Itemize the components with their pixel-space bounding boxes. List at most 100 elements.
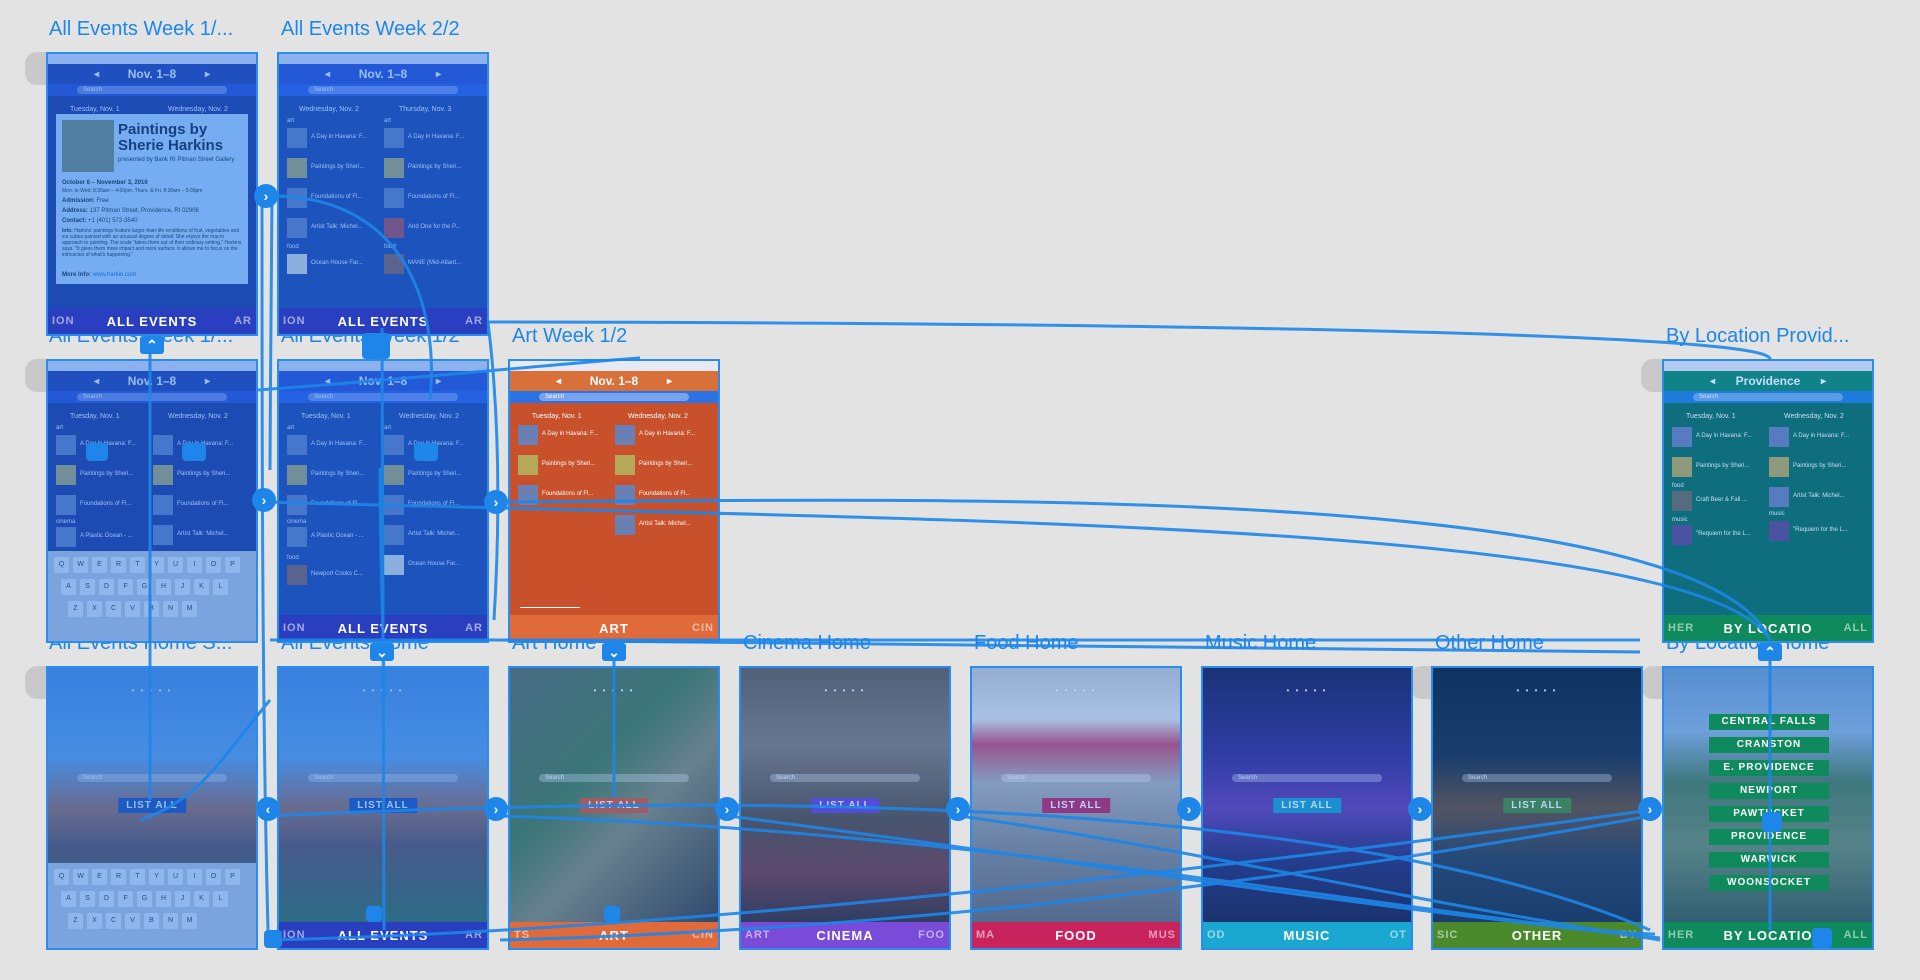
chevron-right-icon[interactable]: ›	[252, 488, 276, 512]
next-arrow-icon[interactable]: ▸	[204, 68, 210, 80]
event-name[interactable]: A Day in Havana: F...	[1793, 433, 1850, 439]
list-all-button[interactable]: LIST ALL	[1503, 798, 1571, 813]
keyboard-key[interactable]: U	[168, 869, 183, 885]
event-name[interactable]: Foundations of Fl...	[311, 194, 363, 200]
event-name[interactable]: Paintings by Sheri...	[542, 461, 596, 467]
hotspot[interactable]	[86, 443, 108, 461]
artboard-title-food-home[interactable]: Food Home	[974, 632, 1079, 654]
event-name[interactable]: A Day in Havana: F...	[542, 431, 599, 437]
search-input[interactable]: Search	[770, 774, 920, 782]
event-name[interactable]: A Plastic Ocean - ...	[80, 533, 133, 539]
event-name[interactable]: Foundations of Fl...	[542, 491, 594, 497]
keyboard-key[interactable]: S	[80, 579, 95, 595]
list-all-button[interactable]: LIST ALL	[1273, 798, 1341, 813]
keyboard-key[interactable]: J	[175, 579, 190, 595]
event-name[interactable]: A Day in Havana: F...	[311, 134, 368, 140]
keyboard-key[interactable]: P	[225, 869, 240, 885]
keyboard-key[interactable]: P	[225, 557, 240, 573]
event-name[interactable]: Paintings by Sheri...	[311, 471, 365, 477]
keyboard-key[interactable]: W	[73, 557, 88, 573]
event-name[interactable]: Paintings by Sheri...	[639, 461, 693, 467]
event-name[interactable]: And One for the P...	[408, 224, 461, 230]
keyboard-key[interactable]: S	[80, 891, 95, 907]
hotspot[interactable]	[366, 906, 382, 922]
keyboard-key[interactable]: Z	[68, 601, 83, 617]
keyboard-key[interactable]: Q	[54, 557, 69, 573]
screen-all-week-2[interactable]: ◂Nov. 1–8▸ Search Wednesday, Nov. 2 Thur…	[277, 52, 489, 336]
event-name[interactable]: Foundations of Fl...	[80, 501, 132, 507]
list-all-button[interactable]: LIST ALL	[1042, 798, 1110, 813]
keyboard-key[interactable]: L	[213, 891, 228, 907]
keyboard-key[interactable]: Z	[68, 913, 83, 929]
keyboard-key[interactable]: J	[175, 891, 190, 907]
keyboard-key[interactable]: R	[111, 557, 126, 573]
event-name[interactable]: Foundations of Fl...	[408, 194, 460, 200]
chevron-up-icon[interactable]: ⌃	[1758, 643, 1782, 661]
hotspot[interactable]	[604, 906, 620, 922]
event-name[interactable]: Paintings by Sheri...	[408, 164, 462, 170]
chevron-right-icon[interactable]: ›	[1638, 797, 1662, 821]
keyboard-key[interactable]: K	[194, 579, 209, 595]
event-name[interactable]: Artist Talk: Michel...	[1793, 493, 1845, 499]
tab-bar[interactable]: IONARTCIN	[510, 615, 718, 641]
chevron-right-icon[interactable]: ›	[715, 797, 739, 821]
hotspot[interactable]	[264, 930, 282, 948]
keyboard-key[interactable]: X	[87, 601, 102, 617]
next-arrow-icon[interactable]: ▸	[204, 375, 210, 387]
next-arrow-icon[interactable]: ▸	[666, 375, 672, 387]
chevron-right-icon[interactable]: ›	[1408, 797, 1432, 821]
search-input[interactable]: Search	[539, 393, 689, 401]
keyboard-key[interactable]: V	[125, 601, 140, 617]
search-input[interactable]: Search	[77, 86, 227, 94]
search-input[interactable]: Search	[1462, 774, 1612, 782]
keyboard-key[interactable]: O	[206, 557, 221, 573]
keyboard-key[interactable]: R	[111, 869, 126, 885]
event-name[interactable]: A Day in Havana: F...	[639, 431, 696, 437]
artboard-title-art-week[interactable]: Art Week 1/2	[512, 325, 628, 347]
more-info-link[interactable]: www.harkin.com	[92, 272, 137, 278]
event-name[interactable]: Artist Talk: Michel...	[311, 224, 363, 230]
artboard-title-all-week-2[interactable]: All Events Week 2/2	[281, 18, 460, 40]
hotspot[interactable]	[362, 333, 390, 359]
keyboard-key[interactable]: Y	[149, 869, 164, 885]
keyboard-key[interactable]: A	[61, 579, 76, 595]
keyboard-key[interactable]: H	[156, 579, 171, 595]
keyboard-key[interactable]: I	[187, 869, 202, 885]
artboard-title-all-week-1[interactable]: All Events Week 1/...	[49, 18, 234, 40]
keyboard-key[interactable]: F	[118, 579, 133, 595]
keyboard-key[interactable]: K	[194, 891, 209, 907]
chevron-right-icon[interactable]: ›	[484, 490, 508, 514]
chevron-down-icon[interactable]: ⌄	[370, 643, 394, 661]
hotspot[interactable]	[414, 443, 438, 461]
event-detail-card[interactable]: Paintings by Sherie Harkins presented by…	[56, 114, 248, 284]
keyboard-key[interactable]: M	[182, 601, 197, 617]
list-all-button[interactable]: LIST ALL	[811, 798, 879, 813]
event-name[interactable]: Ocean House Far...	[408, 561, 461, 567]
keyboard-key[interactable]: U	[168, 557, 183, 573]
event-name[interactable]: "Requiem for the L...	[1696, 531, 1751, 537]
keyboard-key[interactable]: N	[163, 913, 178, 929]
search-input[interactable]: Search	[1001, 774, 1151, 782]
event-name[interactable]: Ocean House Far...	[311, 260, 364, 266]
next-arrow-icon[interactable]: ▸	[1820, 375, 1826, 387]
chevron-down-icon[interactable]: ⌄	[602, 643, 626, 661]
event-name[interactable]: Artist Talk: Michel...	[408, 531, 460, 537]
chevron-up-icon[interactable]: ⌃	[140, 336, 164, 354]
keyboard-key[interactable]: N	[163, 601, 178, 617]
event-name[interactable]: Foundations of Fl...	[639, 491, 691, 497]
keyboard-key[interactable]: C	[106, 601, 121, 617]
keyboard-key[interactable]: Y	[149, 557, 164, 573]
keyboard-key[interactable]: E	[92, 869, 107, 885]
chevron-right-icon[interactable]: ›	[1177, 797, 1201, 821]
chevron-right-icon[interactable]: ›	[254, 184, 278, 208]
search-input[interactable]: Search	[77, 774, 227, 782]
keyboard-key[interactable]: T	[130, 557, 145, 573]
keyboard-key[interactable]: G	[137, 579, 152, 595]
prev-arrow-icon[interactable]: ◂	[325, 68, 331, 80]
event-name[interactable]: Paintings by Sheri...	[311, 164, 365, 170]
